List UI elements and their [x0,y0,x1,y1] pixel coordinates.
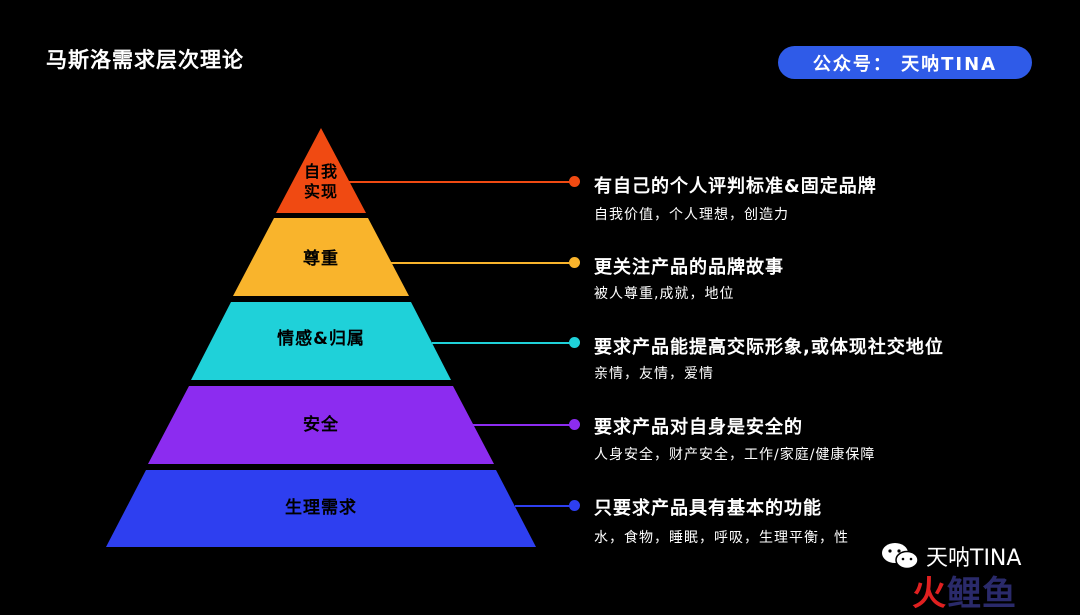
pyramid-level-4 [148,386,494,464]
connector-line-3 [432,342,574,344]
level-label-3: 情感&归属 [277,329,365,349]
connector-dot-3 [569,337,580,348]
connector-dot-2 [569,257,580,268]
level-4-description-title: 要求产品对自身是安全的 [594,417,803,438]
level-label-2: 尊重 [303,249,339,269]
watermark-char-3: 鱼 [982,574,1017,614]
connector-line-1 [348,181,574,183]
watermark-logo-text: 火鲤鱼 [912,566,1017,615]
level-label-4: 安全 [303,415,339,435]
wechat-icon [880,541,920,571]
level-3-description-title: 要求产品能提高交际形象,或体现社交地位 [594,337,944,358]
connector-dot-5 [569,500,580,511]
level-label-5: 生理需求 [285,498,357,518]
connector-line-4 [473,424,574,426]
account-badge: 公众号： 天呐TINA [778,46,1032,79]
level-2-description-detail: 被人尊重,成就，地位 [594,286,735,302]
level-3-description-detail: 亲情，友情，爱情 [594,366,714,382]
pyramid-level-2 [233,218,409,296]
level-1-description-detail: 自我价值，个人理想，创造力 [594,207,789,223]
level-5-description-detail: 水，食物，睡眠，呼吸，生理平衡，性 [594,530,849,546]
connector-dot-4 [569,419,580,430]
watermark-account-name: 天呐TINA [926,546,1022,571]
level-5-description-title: 只要求产品具有基本的功能 [594,498,822,519]
pyramid-level-3 [191,302,451,380]
watermark: 天呐TINA [880,540,1021,572]
page-title: 马斯洛需求层次理论 [46,48,244,72]
connector-dot-1 [569,176,580,187]
pyramid-level-1 [276,128,366,213]
level-1-description-title: 有自己的个人评判标准&固定品牌 [594,176,877,197]
level-label-1: 自我 实现 [303,162,338,201]
watermark-char-1: 火 [912,574,947,614]
pyramid-level-5 [106,470,536,547]
level-4-description-detail: 人身安全，财产安全，工作/家庭/健康保障 [594,447,876,463]
level-2-description-title: 更关注产品的品牌故事 [594,257,784,278]
watermark-char-2: 鲤 [947,574,982,614]
connector-line-5 [515,505,574,507]
connector-line-2 [390,262,574,264]
